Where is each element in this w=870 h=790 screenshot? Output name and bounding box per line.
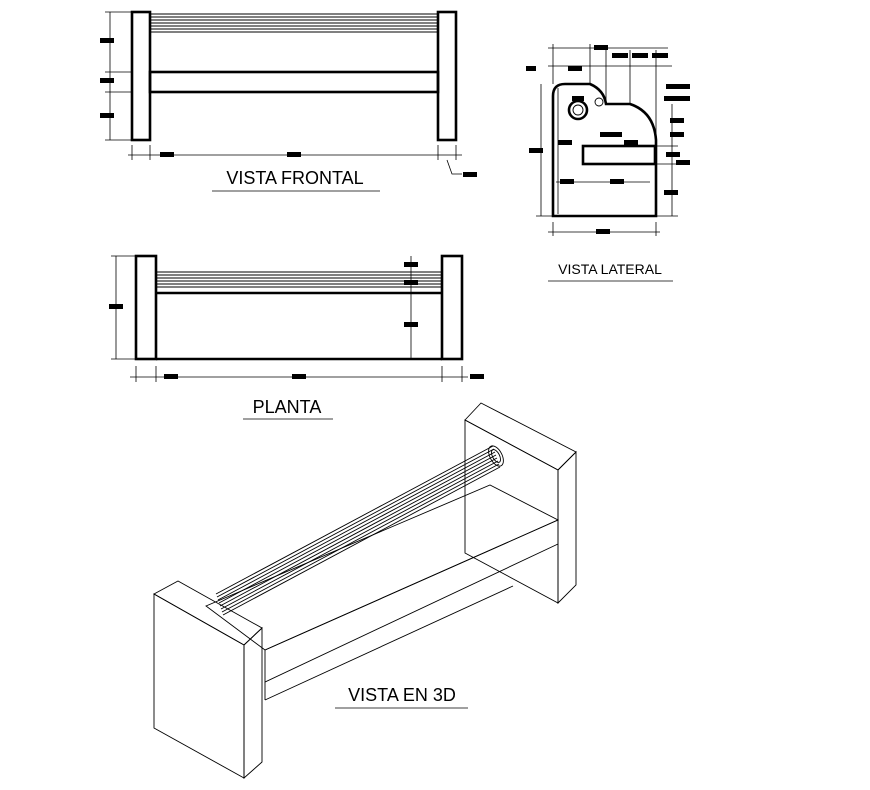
plan-bottom-dimension xyxy=(130,366,484,382)
front-width-dimensions xyxy=(128,145,477,177)
dimension-tag xyxy=(666,84,690,89)
side-seat-slot xyxy=(581,144,657,166)
dimension-tag xyxy=(463,172,477,177)
dimension-tag xyxy=(600,132,622,137)
dimension-tag xyxy=(526,66,536,71)
side-backrest-tube xyxy=(567,99,589,121)
dimension-tag xyxy=(529,148,543,153)
plan-right-leg xyxy=(440,254,464,361)
iso-view-title: VISTA EN 3D xyxy=(348,685,456,705)
iso-view: VISTA EN 3D xyxy=(153,402,577,780)
dimension-tag xyxy=(292,374,306,379)
iso-back-leg xyxy=(464,402,577,605)
side-right-dimensions xyxy=(656,104,690,217)
side-bottom-dimension xyxy=(548,222,660,236)
dimension-tag xyxy=(560,179,574,184)
plan-inner-dimensions xyxy=(404,256,418,359)
dimension-tag xyxy=(164,374,178,379)
dimension-tag xyxy=(109,304,123,309)
side-tube-inner xyxy=(572,104,584,116)
dimension-tag xyxy=(404,280,418,285)
dimension-tag xyxy=(594,45,608,50)
dimension-tag xyxy=(470,374,484,379)
plan-view: PLANTA xyxy=(109,254,484,420)
dimension-tag xyxy=(670,118,684,123)
plan-left-dimension xyxy=(109,255,136,360)
dimension-tag xyxy=(610,179,624,184)
dimension-tag xyxy=(596,229,610,234)
front-backrest-slats xyxy=(150,13,438,33)
dimension-tag xyxy=(558,140,572,145)
dimension-tag xyxy=(100,78,114,83)
dimension-tag xyxy=(652,53,668,58)
dimension-tag xyxy=(287,152,301,157)
dimension-tag xyxy=(624,140,638,145)
dimension-tag xyxy=(572,96,584,101)
plan-view-title: PLANTA xyxy=(253,397,322,417)
side-profile xyxy=(551,82,658,218)
iso-seat-slab xyxy=(205,484,560,701)
plan-backrest-slats xyxy=(156,271,442,295)
dimension-tag xyxy=(404,322,418,327)
side-left-dimensions xyxy=(529,84,553,217)
dimension-tag xyxy=(160,152,174,157)
dimension-tag xyxy=(632,53,648,58)
front-view: VISTA FRONTAL xyxy=(100,10,477,192)
side-view: VISTA LATERAL xyxy=(526,44,690,282)
front-seat-beam xyxy=(148,70,440,94)
side-bolt xyxy=(594,97,604,107)
dimension-tag xyxy=(666,152,680,157)
dimension-tag xyxy=(404,262,418,267)
iso-backrest-rod xyxy=(215,445,504,616)
side-top-dimensions xyxy=(526,44,690,140)
plan-left-leg xyxy=(134,254,158,361)
iso-front-leg xyxy=(153,580,263,780)
front-left-leg xyxy=(130,10,152,142)
side-inner-dimensions xyxy=(556,88,650,214)
front-height-dimensions xyxy=(100,11,132,141)
dimension-tag xyxy=(568,66,582,71)
dimension-tag xyxy=(676,160,690,165)
dimension-tag xyxy=(100,38,114,43)
dimension-tag xyxy=(612,53,628,58)
side-view-title: VISTA LATERAL xyxy=(558,261,662,277)
dimension-tag xyxy=(670,132,684,137)
front-view-title: VISTA FRONTAL xyxy=(226,168,363,188)
dimension-tag xyxy=(664,96,690,101)
dimension-tag xyxy=(100,113,114,118)
front-right-leg xyxy=(436,10,458,142)
dimension-tag xyxy=(664,190,678,195)
